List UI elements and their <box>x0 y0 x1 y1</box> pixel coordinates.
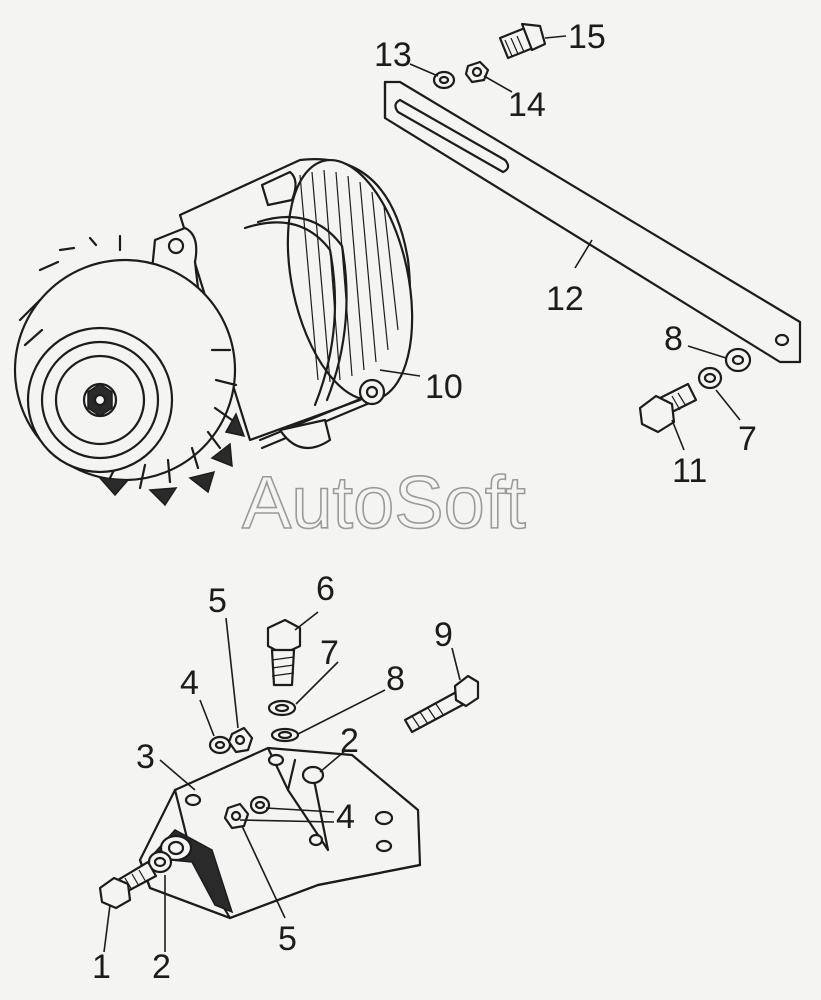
callout-5-lower: 5 <box>278 920 297 958</box>
callout-6: 6 <box>316 570 335 608</box>
callout-7-lower: 7 <box>320 634 339 672</box>
washer-4-upper <box>208 735 232 755</box>
washer-13 <box>432 70 456 90</box>
callout-14: 14 <box>508 86 546 124</box>
nut-14 <box>464 60 490 84</box>
leader-lines <box>103 35 741 953</box>
callout-8-upper: 8 <box>664 320 683 358</box>
callout-11: 11 <box>672 452 707 490</box>
callout-15: 15 <box>568 18 606 56</box>
nut-5-upper <box>227 726 254 754</box>
callout-9: 9 <box>434 616 453 654</box>
callout-1: 1 <box>92 948 111 986</box>
callout-3: 3 <box>136 738 155 776</box>
callout-10: 10 <box>425 368 463 406</box>
bolt-6 <box>266 618 302 687</box>
bolt-1 <box>98 860 158 910</box>
callout-8-lower: 8 <box>386 660 405 698</box>
watermark: AutoSoft <box>242 461 526 544</box>
callout-2-upper: 2 <box>340 722 359 760</box>
alternator <box>13 158 414 507</box>
bolt-9 <box>403 674 480 734</box>
washer-4-lower <box>249 795 271 815</box>
nut-5-lower <box>223 802 250 830</box>
washer-8-upper <box>724 347 752 373</box>
tension-strap <box>383 80 802 364</box>
washer-8-lower <box>270 727 300 743</box>
bolt-11 <box>638 382 698 434</box>
fan <box>13 234 246 507</box>
callout-2-lower: 2 <box>152 948 171 986</box>
callout-4-upper: 4 <box>180 664 199 702</box>
callout-4-lower: 4 <box>336 798 355 836</box>
bolt-15 <box>498 22 547 60</box>
spring-washer-7-upper <box>697 366 723 390</box>
spring-washer-7-lower <box>267 699 297 717</box>
callout-12: 12 <box>546 280 584 318</box>
callout-13: 13 <box>374 36 412 74</box>
callout-7-upper: 7 <box>738 420 757 458</box>
callout-5-upper: 5 <box>208 582 227 620</box>
callout-labels: 13 14 15 12 10 8 7 11 5 6 4 7 8 9 2 3 4 … <box>92 18 757 986</box>
mounting-bracket <box>138 746 422 920</box>
